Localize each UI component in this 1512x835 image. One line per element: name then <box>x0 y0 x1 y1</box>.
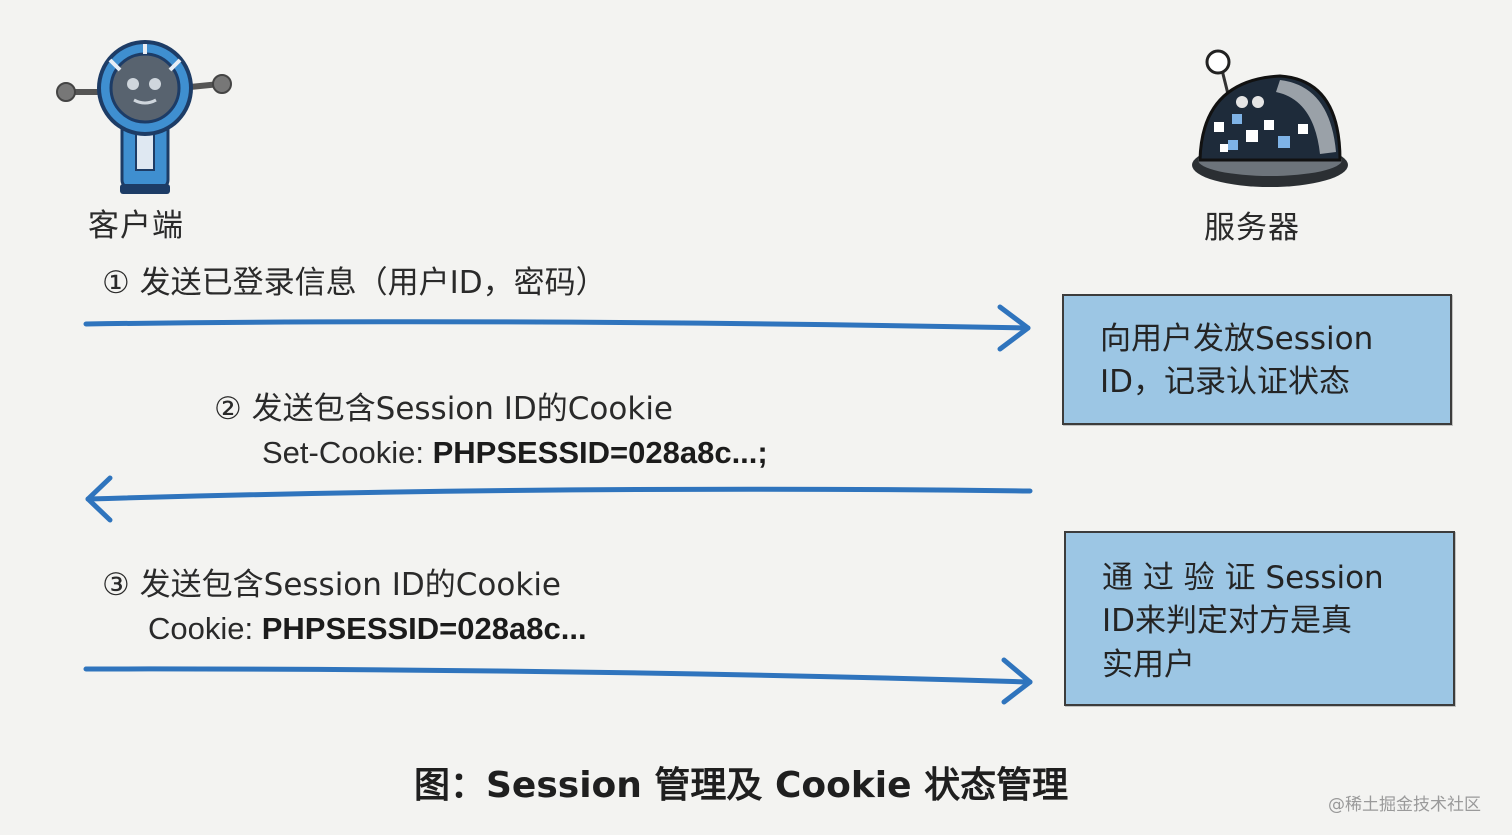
message-3-line-2: Cookie: PHPSESSID=028a8c... <box>102 607 587 651</box>
message-2-line-1: ② 发送包含Session ID的Cookie <box>214 391 674 427</box>
server-label: 服务器 <box>1204 210 1300 246</box>
server-action-2-line-2: ID来判定对方是真 <box>1102 603 1353 640</box>
message-2-line-2: Set-Cookie: PHPSESSID=028a8c...; <box>214 431 768 475</box>
arrow-2-left <box>85 475 1033 523</box>
client-actor: 客户端 <box>50 40 240 250</box>
figure-caption: 图：Session 管理及 Cookie 状态管理 <box>414 765 1069 806</box>
message-1-label: ① 发送已登录信息（用户ID，密码） <box>102 265 607 301</box>
message-3-label: ③ 发送包含Session ID的Cookie Cookie: PHPSESSI… <box>102 564 587 652</box>
server-robot-icon <box>1192 49 1348 187</box>
message-2-header-value: PHPSESSID=028a8c...; <box>432 435 768 471</box>
client-robot-icon <box>56 40 232 194</box>
message-3-line-1: ③ 发送包含Session ID的Cookie <box>102 567 562 603</box>
server-actor: 服务器 <box>1180 40 1360 250</box>
server-action-2-line-1: 通 过 验 证 Session <box>1102 560 1384 596</box>
server-action-1-line-2: ID，记录认证状态 <box>1100 364 1351 401</box>
arrow-3-right <box>83 657 1033 705</box>
arrow-1-right <box>83 304 1031 352</box>
watermark: @稀土掘金技术社区 <box>1328 795 1481 815</box>
client-label: 客户端 <box>88 208 184 244</box>
server-action-box-2: 通 过 验 证 Session ID来判定对方是真 实用户 <box>1064 531 1455 706</box>
server-action-box-1: 向用户发放Session ID，记录认证状态 <box>1062 294 1452 425</box>
server-action-1-line-1: 向用户发放Session <box>1100 321 1374 357</box>
message-3-header-value: PHPSESSID=028a8c... <box>261 611 587 647</box>
server-action-2-line-3: 实用户 <box>1102 646 1195 683</box>
message-2-label: ② 发送包含Session ID的Cookie Set-Cookie: PHPS… <box>214 388 768 476</box>
message-2-header-name: Set-Cookie: <box>262 435 433 471</box>
message-3-header-name: Cookie: <box>148 611 262 647</box>
